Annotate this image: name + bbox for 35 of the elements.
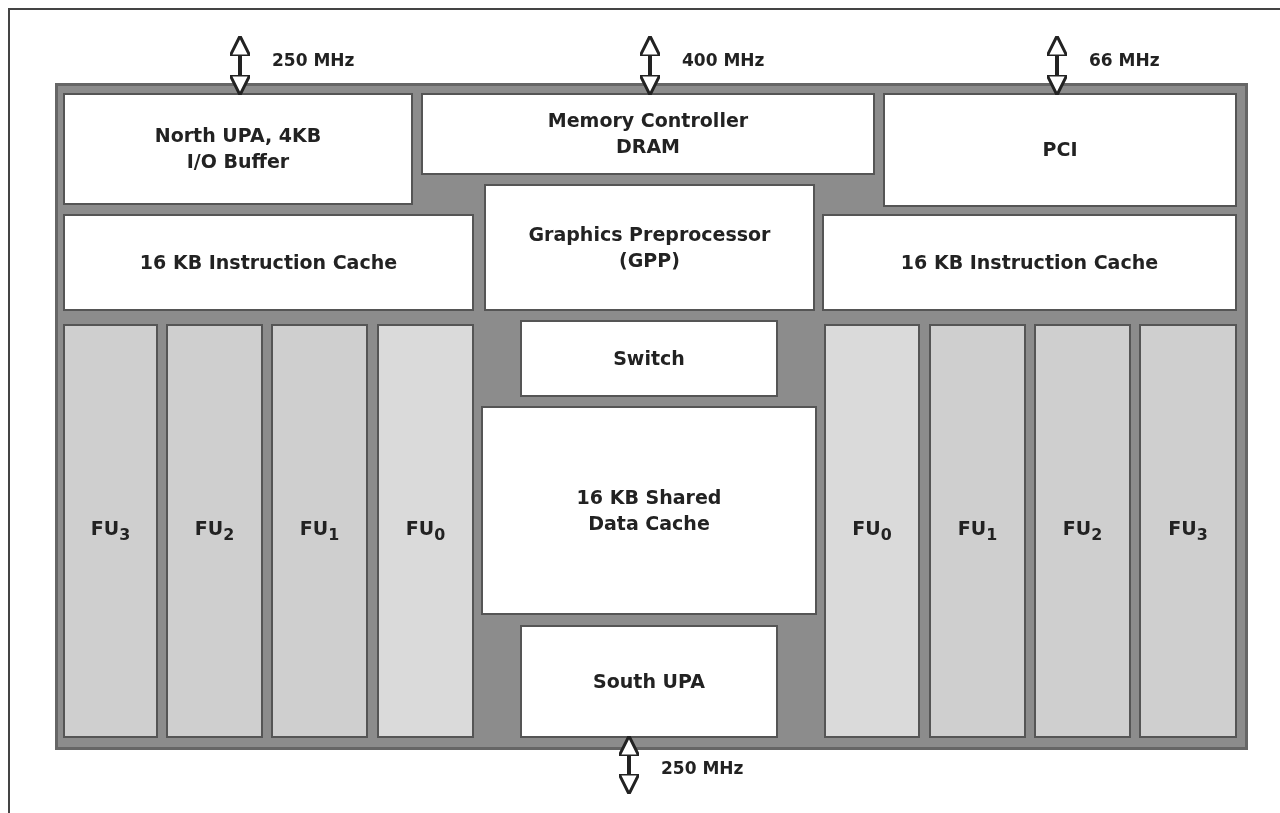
chip-block bbox=[484, 184, 815, 311]
chip-block bbox=[421, 93, 875, 175]
block-label: Switch bbox=[612, 345, 686, 371]
chip-block bbox=[520, 625, 778, 738]
block-label: FU$_{0}$ bbox=[851, 516, 893, 546]
block-label: 16 KB Instruction Cache bbox=[138, 249, 399, 275]
chip-block bbox=[822, 214, 1237, 311]
functional-unit-block bbox=[166, 324, 263, 738]
functional-unit-block bbox=[271, 324, 368, 738]
block-label: 16 KB Shared Data Cache bbox=[575, 484, 723, 536]
functional-unit-block bbox=[63, 324, 158, 738]
functional-unit-block bbox=[377, 324, 474, 738]
block-label: FU$_{2}$ bbox=[193, 516, 236, 546]
chip-block bbox=[63, 93, 413, 205]
block-label: FU$_{3}$ bbox=[1167, 516, 1209, 546]
block-label: Memory Controller DRAM bbox=[546, 108, 750, 159]
block-label: FU$_{3}$ bbox=[89, 516, 132, 546]
block-label: North UPA, 4KB I/O Buffer bbox=[153, 123, 323, 174]
block-label: FU$_{2}$ bbox=[1061, 516, 1104, 546]
block-label: Graphics Preprocessor (GPP) bbox=[527, 221, 772, 273]
chip-die bbox=[55, 83, 1248, 750]
functional-unit-block bbox=[1034, 324, 1131, 738]
functional-unit-block bbox=[929, 324, 1026, 738]
block-label: 16 KB Instruction Cache bbox=[899, 249, 1160, 275]
chip-block bbox=[520, 320, 778, 397]
functional-unit-block bbox=[1139, 324, 1237, 738]
block-label: FU$_{1}$ bbox=[956, 516, 999, 546]
chip-block bbox=[883, 93, 1237, 207]
block-label: FU$_{1}$ bbox=[298, 516, 341, 546]
block-label: South UPA bbox=[592, 668, 706, 694]
block-label: PCI bbox=[1041, 137, 1079, 163]
functional-unit-block bbox=[824, 324, 920, 738]
chip-block bbox=[481, 406, 817, 615]
block-label: FU$_{0}$ bbox=[404, 516, 447, 546]
chip-block bbox=[63, 214, 474, 311]
